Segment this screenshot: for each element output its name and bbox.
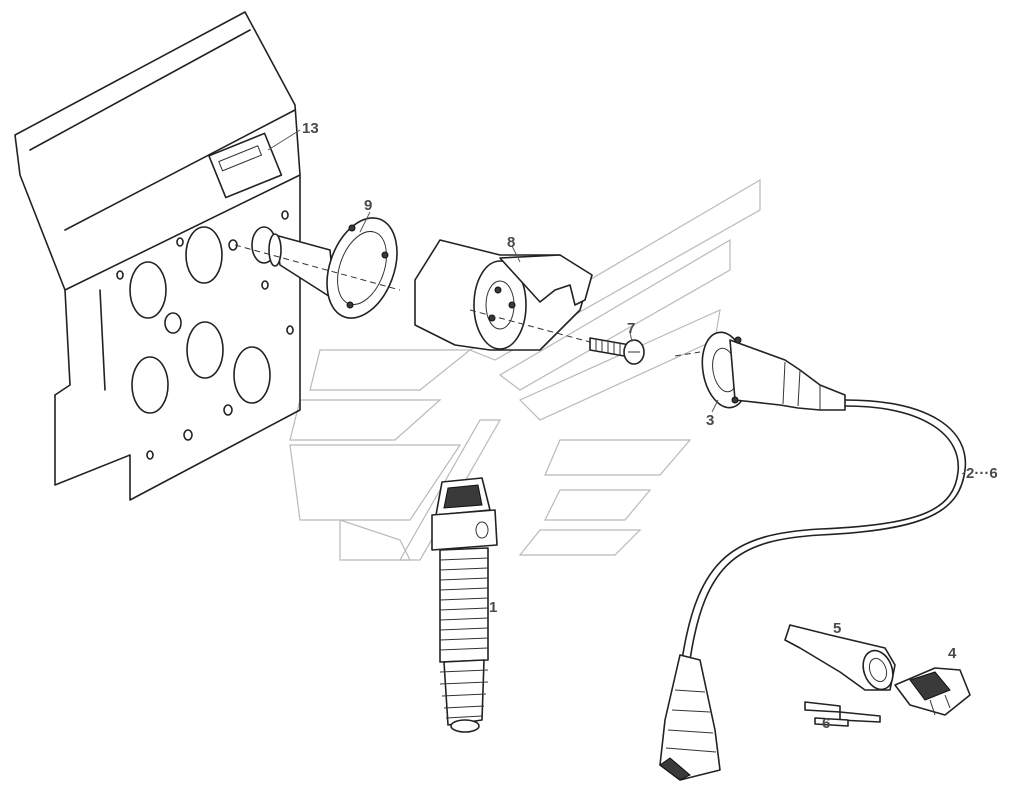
part-6-terminals: [804, 701, 881, 727]
callout-7: 7: [627, 320, 635, 337]
callout-13: 13: [302, 120, 319, 137]
callout-3: 3: [706, 412, 714, 429]
part-3-sensor: [701, 331, 846, 411]
leader-lines: [267, 129, 966, 475]
callout-5: 5: [833, 620, 841, 637]
part-8-housing: [414, 239, 593, 351]
part-1-sensor: [431, 477, 498, 733]
cable-connector: [659, 654, 721, 781]
callout-2-6: 2···6: [966, 465, 998, 482]
part-9-flange: [268, 217, 398, 319]
callout-1: 1: [489, 599, 497, 616]
part-4-plug: [894, 667, 971, 716]
engine-panel: [14, 11, 301, 501]
callout-labels: 13 9 8 7 3 2···6 1 5 4 6: [302, 120, 998, 732]
callout-9: 9: [364, 197, 372, 214]
part-5-boot: [784, 624, 896, 691]
cable-2-6: [681, 399, 967, 661]
assembly-axis-lines: [234, 244, 701, 357]
callout-6: 6: [822, 715, 830, 732]
callout-4: 4: [948, 645, 957, 662]
callout-8: 8: [507, 234, 515, 251]
part-7-screw: [589, 337, 645, 365]
